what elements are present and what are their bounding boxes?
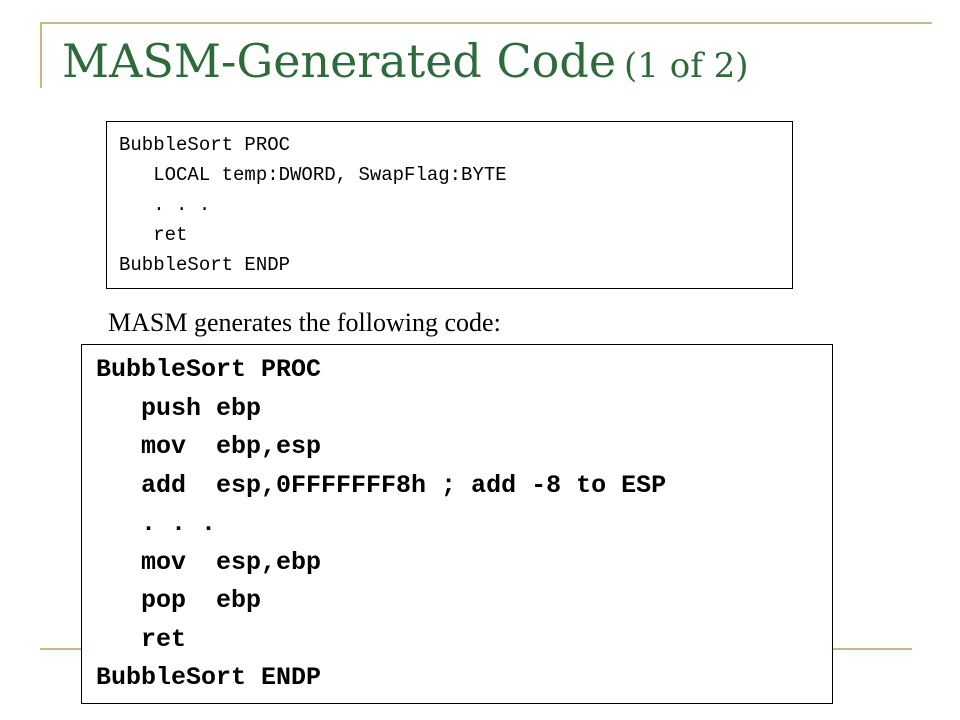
- generated-code-line: add esp,0FFFFFFF8h ; add -8 to ESP: [96, 470, 667, 500]
- caption-text: MASM generates the following code:: [108, 308, 501, 337]
- source-code-line: ret: [119, 224, 188, 246]
- slide-title: MASM-Generated Code(1 of 2): [62, 34, 749, 89]
- generated-code-line: pop ebp: [96, 586, 262, 615]
- title-suffix: (1 of 2): [624, 46, 749, 86]
- generated-code-line: mov ebp,esp: [96, 432, 322, 461]
- generated-code-line: . . .: [96, 509, 217, 538]
- generated-code-line: push ebp: [96, 393, 262, 423]
- slide-frame-top: [40, 22, 932, 24]
- generated-code-line: BubbleSort ENDP: [96, 663, 322, 692]
- source-code-box: BubbleSort PROC LOCAL temp:DWORD, SwapFl…: [106, 121, 793, 289]
- generated-code-line: mov esp,ebp: [96, 547, 322, 577]
- generated-code-box: BubbleSort PROC push ebp mov ebp,esp add…: [81, 344, 833, 704]
- source-code-line: . . .: [119, 194, 211, 216]
- source-code-line: BubbleSort ENDP: [119, 254, 291, 276]
- source-code-line: BubbleSort PROC: [119, 134, 291, 156]
- slide-frame-left: [40, 22, 42, 88]
- generated-code-line: ret: [96, 624, 187, 654]
- generated-code-line: BubbleSort PROC: [96, 355, 322, 384]
- title-text: MASM-Generated Code: [62, 34, 617, 88]
- source-code-line: LOCAL temp:DWORD, SwapFlag:BYTE: [119, 164, 507, 186]
